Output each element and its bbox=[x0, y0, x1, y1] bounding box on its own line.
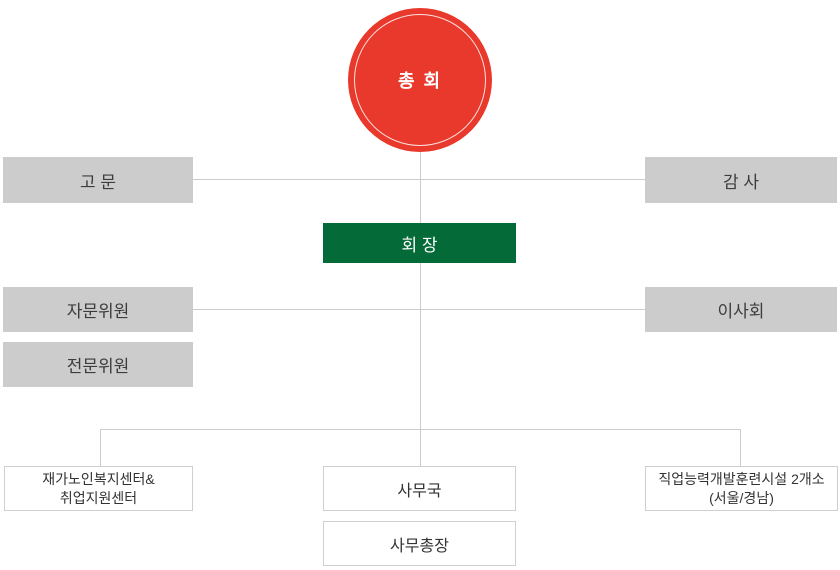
welfare-center-label-line2: 취업지원센터 bbox=[59, 489, 138, 506]
welfare-center-label-line1: 재가노인복지센터& bbox=[42, 470, 155, 487]
node-training-facility: 직업능력개발훈련시설 2개소 (서울/경남) bbox=[645, 466, 838, 511]
node-expert-committee: 전문위원 bbox=[3, 342, 193, 387]
node-chairman: 회 장 bbox=[323, 223, 516, 263]
connector-branch-left-drop bbox=[100, 429, 101, 466]
training-facility-label-line2: (서울/경남) bbox=[709, 489, 774, 506]
node-advisor: 고 문 bbox=[3, 157, 193, 203]
node-general-assembly: 총 회 bbox=[348, 8, 492, 152]
secretariat-label: 사무국 bbox=[397, 482, 442, 500]
chairman-label: 회 장 bbox=[401, 235, 438, 255]
node-welfare-center: 재가노인복지센터& 취업지원센터 bbox=[4, 466, 193, 511]
node-advisory-committee: 자문위원 bbox=[3, 287, 193, 332]
node-secretary-general: 사무총장 bbox=[323, 521, 516, 566]
node-board-of-directors: 이사회 bbox=[645, 287, 837, 332]
auditor-label: 감 사 bbox=[722, 172, 759, 192]
connector-advisory-board bbox=[193, 309, 645, 310]
connector-branch-horizontal bbox=[100, 429, 740, 430]
node-auditor: 감 사 bbox=[645, 157, 837, 203]
training-facility-label-line1: 직업능력개발훈련시설 2개소 bbox=[658, 470, 825, 487]
connector-advisor-auditor bbox=[193, 179, 645, 180]
board-of-directors-label: 이사회 bbox=[717, 302, 765, 321]
node-secretariat: 사무국 bbox=[323, 466, 516, 511]
secretary-general-label: 사무총장 bbox=[390, 537, 449, 555]
connector-branch-right-drop bbox=[740, 429, 741, 466]
advisor-label: 고 문 bbox=[79, 172, 116, 192]
expert-committee-label: 전문위원 bbox=[66, 357, 130, 376]
advisory-committee-label: 자문위원 bbox=[66, 302, 130, 321]
general-assembly-label: 총 회 bbox=[397, 71, 443, 91]
